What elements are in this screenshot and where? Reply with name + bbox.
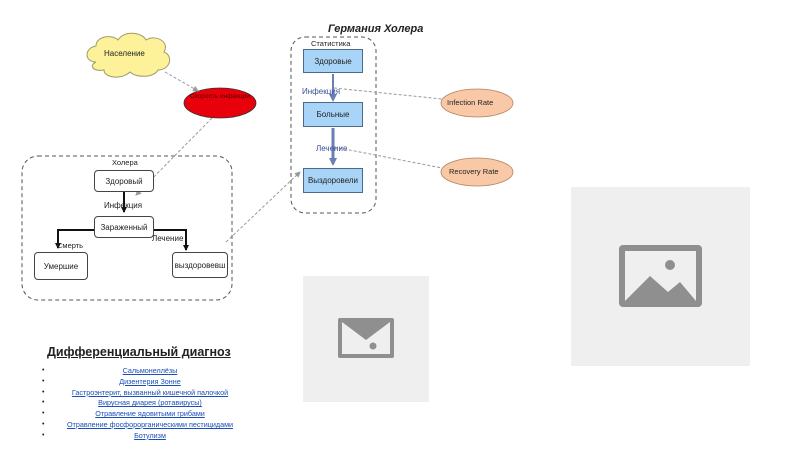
list-item: Отравление фосфорорганическими пестицида… xyxy=(40,420,260,431)
link-recovered-stats xyxy=(225,171,301,243)
edge-label-death: Смерть xyxy=(57,241,84,250)
recovery-rate-label: Recovery Rate xyxy=(449,167,499,176)
list-item: Ботулизм xyxy=(40,431,260,442)
stats-group-label: Статистика xyxy=(311,39,351,48)
differential-title: Дифференциальный диагноз xyxy=(47,345,231,359)
infection-speed-label: Скорость инфекции xyxy=(190,93,250,100)
list-item: Дизентерия Зонне xyxy=(40,377,260,388)
differential-link[interactable]: Отравление фосфорорганическими пестицида… xyxy=(66,419,234,429)
stats-node-recovered[interactable]: Выздоровели xyxy=(303,168,363,193)
node-infected[interactable]: Зараженный xyxy=(94,216,154,238)
differential-link[interactable]: Сальмонеллёзы xyxy=(122,366,178,375)
link-population-speed xyxy=(164,71,199,92)
list-item: Гастроэнтерит, вызванный кишечной палочк… xyxy=(40,388,260,399)
differential-link[interactable]: Вирусная диарея (ротавирусы) xyxy=(98,398,202,408)
edge-label-treatment: Лечение xyxy=(152,234,184,243)
diagram-title: Германия Холера xyxy=(328,23,424,35)
edge-label-infection: Инфекция xyxy=(104,201,143,210)
node-healthy[interactable]: Здоровый xyxy=(94,170,154,192)
stats-node-sick[interactable]: Больные xyxy=(303,102,363,127)
differential-link[interactable]: Дизентерия Зонне xyxy=(119,376,181,386)
differential-link[interactable]: Отравление ядовитыми грибами xyxy=(95,409,205,419)
image-placeholder-icon xyxy=(619,245,702,307)
node-dead[interactable]: Умершие xyxy=(34,252,88,280)
edge-infected-recovered xyxy=(154,229,189,251)
population-cloud xyxy=(86,32,171,78)
stats-group-frame xyxy=(290,36,377,214)
infection-rate-label: Infection Rate xyxy=(447,98,494,107)
differential-list: Сальмонеллёзы Дизентерия Зонне Гастроэнт… xyxy=(40,366,260,442)
stats-edge-label-treatment: Лечение xyxy=(316,144,348,153)
cholera-group-frame xyxy=(21,155,233,301)
edge-infected-dead xyxy=(55,229,96,249)
differential-link[interactable]: Гастроэнтерит, вызванный кишечной палочк… xyxy=(71,387,229,397)
stats-node-healthy[interactable]: Здоровые xyxy=(303,49,363,73)
differential-link[interactable]: Ботулизм xyxy=(134,430,166,440)
population-label: Население xyxy=(104,49,145,58)
node-recovered[interactable]: выздоровевш xyxy=(172,252,228,278)
recovery-rate-ellipse xyxy=(440,157,514,187)
cholera-group-label: Холера xyxy=(112,158,138,167)
list-item: Вирусная диарея (ротавирусы) xyxy=(40,398,260,409)
stats-edge-label-infection: Инфекция xyxy=(302,87,341,96)
list-item: Отравление ядовитыми грибами xyxy=(40,409,260,420)
link-recovery-rate xyxy=(333,146,443,169)
link-infection-rate xyxy=(333,87,443,100)
image-placeholder-icon xyxy=(338,318,394,358)
infection-speed-ellipse xyxy=(183,87,257,119)
list-item: Сальмонеллёзы xyxy=(40,366,260,377)
infection-rate-ellipse xyxy=(440,88,514,118)
